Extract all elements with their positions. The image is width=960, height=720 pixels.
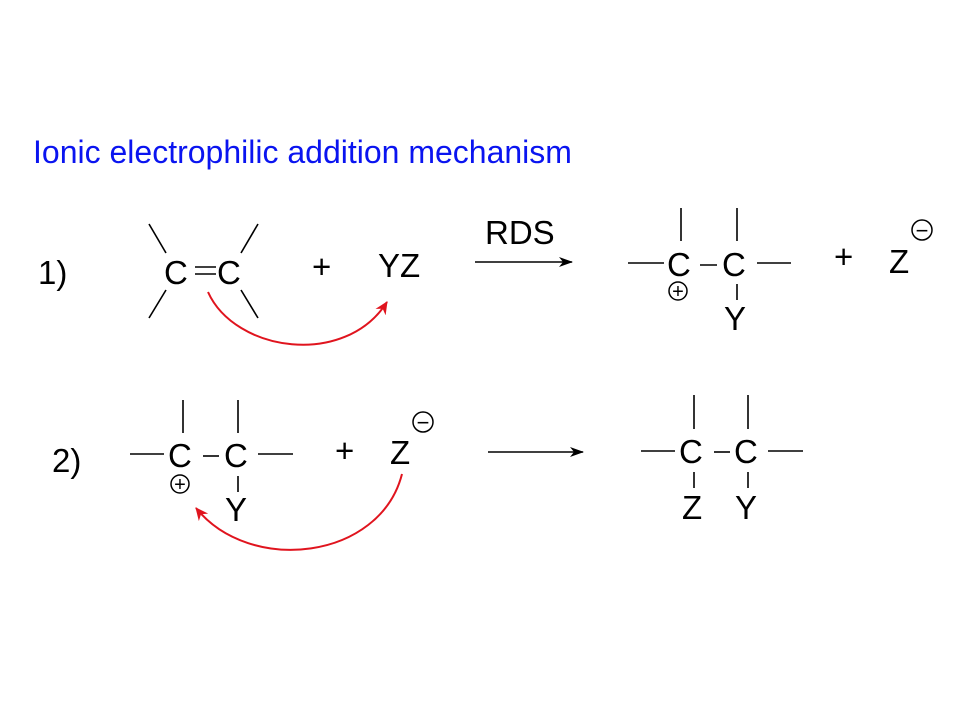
step-1-label: 1)	[38, 254, 67, 291]
nucleophile-z: Z	[390, 434, 410, 471]
cation-carbon-2: C	[722, 246, 746, 283]
carbocation-product: C C Y +	[628, 208, 791, 337]
nucleophile-negative-charge	[412, 411, 434, 433]
product-carbon-1: C	[679, 433, 703, 470]
step-1: 1) C C + YZ RDS C C Y	[38, 208, 933, 346]
step-2-label: 2)	[52, 442, 81, 479]
negative-charge-sign: −	[916, 218, 929, 243]
negative-charge	[911, 219, 933, 241]
positive-charge-sign: +	[672, 281, 684, 303]
reactant-carbon-1: C	[168, 437, 192, 474]
plus-sign-2: +	[834, 238, 853, 275]
alkene-carbon-2: C	[217, 254, 241, 291]
plus-sign-1: +	[312, 248, 331, 285]
reactant-positive-charge	[170, 474, 190, 494]
product-substituent-z: Z	[682, 489, 702, 526]
rds-label: RDS	[485, 214, 555, 251]
cation-carbon-1: C	[667, 246, 691, 283]
reactant-positive-sign: +	[174, 474, 186, 496]
substituent-y: Y	[724, 300, 746, 337]
positive-charge	[668, 281, 688, 301]
reagent-yz: YZ	[378, 247, 420, 284]
addition-product: C C Z Y	[641, 395, 803, 526]
reactant-carbon-2: C	[224, 437, 248, 474]
plus-sign-3: +	[335, 432, 354, 469]
slide-title: Ionic electrophilic addition mechanism	[33, 134, 572, 170]
curved-arrow-pi-to-y	[207, 291, 388, 346]
alkene-reactant: C C	[148, 223, 259, 319]
curved-arrow-z-to-cation	[195, 473, 403, 551]
reactant-substituent-y: Y	[225, 491, 247, 528]
alkene-carbon-1: C	[164, 254, 188, 291]
carbocation-reactant: C C Y +	[130, 400, 293, 528]
anion-z: Z	[889, 243, 909, 280]
product-substituent-y: Y	[735, 489, 757, 526]
product-carbon-2: C	[734, 433, 758, 470]
nucleophile-negative-sign: −	[417, 410, 430, 435]
step-2: 2) C C Y + + Z − C C	[52, 395, 803, 551]
